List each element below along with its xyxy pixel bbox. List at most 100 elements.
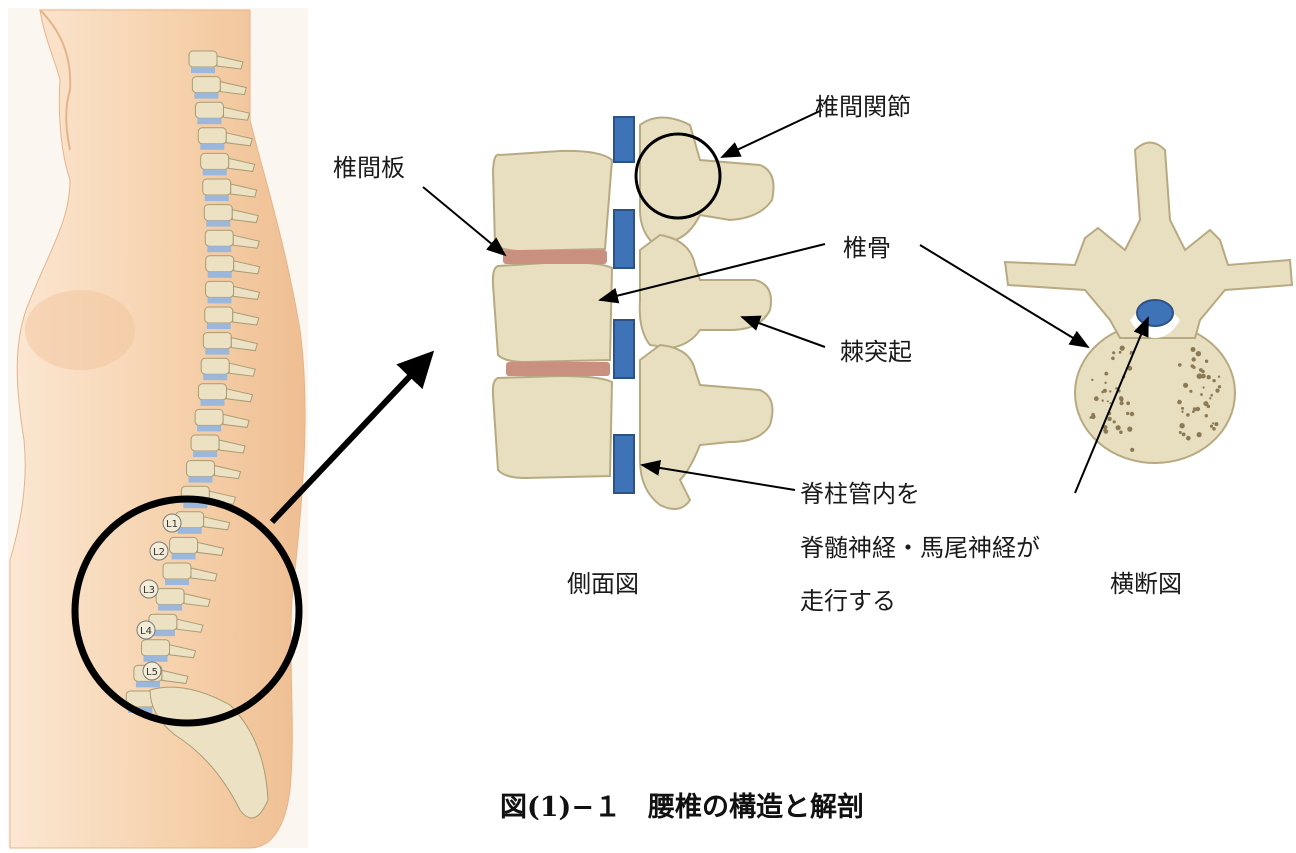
bone-dot	[1119, 397, 1123, 401]
spine-vertebra	[163, 563, 191, 579]
spine-disc	[189, 477, 213, 483]
vertebral-body	[493, 262, 612, 362]
bone-dot	[1130, 448, 1134, 452]
bone-dot	[1209, 397, 1211, 399]
spine-vertebra	[192, 77, 220, 93]
nerve-bar	[614, 117, 634, 162]
label-intervertebral-disc: 椎間板	[333, 156, 405, 180]
spine-disc	[197, 425, 221, 431]
bone-dot	[1214, 422, 1218, 426]
spine-vertebra	[170, 537, 198, 553]
svg-text:L4: L4	[140, 626, 152, 637]
bone-dot	[1119, 351, 1122, 354]
arrow-facet	[722, 110, 822, 157]
bone-dot	[1182, 433, 1186, 437]
spine-vertebra	[201, 358, 229, 374]
label-spinous-process: 棘突起	[840, 340, 912, 364]
spine-disc	[194, 93, 218, 99]
spinal-cord-cross	[1137, 300, 1173, 326]
bone-dot	[1126, 401, 1130, 405]
bone-dot	[1186, 413, 1190, 417]
bone-dot	[1203, 386, 1205, 388]
spine-disc	[158, 605, 182, 611]
spine-disc	[203, 374, 227, 380]
spine-vertebra	[201, 153, 229, 169]
spine-disc	[136, 681, 160, 687]
bone-dot	[1201, 374, 1206, 379]
spine-disc	[191, 67, 215, 73]
spine-disc	[172, 553, 196, 559]
bone-dot	[1210, 394, 1213, 397]
spine-disc	[200, 400, 224, 406]
bone-dot	[1212, 427, 1216, 431]
bone-dot	[1191, 364, 1195, 368]
lateral-view	[493, 117, 774, 509]
bone-dot	[1179, 423, 1184, 428]
nerve-bar	[614, 320, 634, 378]
svg-text:L5: L5	[146, 667, 158, 678]
bone-dot	[1113, 420, 1116, 423]
spine-disc	[208, 272, 232, 278]
spine-disc	[178, 528, 202, 534]
bone-dot	[1101, 391, 1104, 394]
vertebral-body-cross	[1075, 323, 1235, 463]
spine-vertebra	[203, 179, 231, 195]
label-canal-line2: 脊髄神経・馬尾神経が	[800, 536, 1040, 560]
bone-dot	[1186, 436, 1191, 441]
level-label-l4: L4	[137, 621, 155, 639]
bone-dot	[1207, 405, 1211, 409]
spine-disc	[144, 656, 168, 662]
bone-dot	[1205, 360, 1208, 363]
spine-vertebra	[204, 205, 232, 221]
bone-dot	[1215, 389, 1219, 393]
bone-dot	[1196, 351, 1201, 356]
label-cross-section: 横断図	[1110, 572, 1182, 596]
bone-dot	[1181, 407, 1184, 410]
bone-dot	[1116, 425, 1121, 430]
spine-vertebra	[206, 256, 234, 272]
bone-dot	[1104, 372, 1108, 376]
bone-dot	[1178, 363, 1182, 367]
svg-text:L1: L1	[166, 519, 178, 530]
spine-vertebra	[205, 230, 233, 246]
figure-caption: 図(1)−１ 腰椎の構造と解剖	[500, 785, 864, 824]
bone-dot	[1207, 375, 1211, 379]
spine-disc	[165, 579, 189, 585]
bone-dot	[1181, 411, 1183, 413]
bone-dot	[1120, 346, 1125, 351]
spinous-process-shape	[640, 235, 771, 348]
spine-disc	[203, 169, 227, 175]
bone-dot	[1210, 425, 1213, 428]
bone-dot	[1112, 351, 1115, 354]
spine-disc	[208, 297, 232, 303]
bone-dot	[1111, 357, 1115, 361]
arrow-disc	[423, 187, 505, 255]
spine-disc	[205, 195, 229, 201]
spine-vertebra	[189, 51, 217, 67]
spine-vertebra	[142, 640, 170, 656]
label-side-view: 側面図	[567, 572, 639, 596]
bone-dot	[1109, 390, 1111, 392]
bone-dot	[1104, 382, 1106, 384]
spine-vertebra	[191, 435, 219, 451]
level-label-l1: L1	[163, 514, 181, 532]
spine-vertebra	[198, 128, 226, 144]
label-intervertebral-joint: 椎間関節	[815, 95, 911, 119]
level-label-l2: L2	[150, 542, 168, 560]
bone-dot	[1107, 400, 1109, 402]
bone-dot	[1183, 383, 1188, 388]
svg-text:L2: L2	[153, 547, 165, 558]
level-label-l3: L3	[140, 580, 158, 598]
bone-dot	[1109, 402, 1111, 404]
bone-dot	[1130, 353, 1132, 355]
spine-vertebra	[198, 384, 226, 400]
vertebral-body	[493, 151, 612, 251]
vertebral-body	[493, 376, 612, 478]
bone-dot	[1192, 357, 1196, 361]
spine-vertebra	[195, 102, 223, 118]
spine-vertebra	[206, 281, 234, 297]
spine-disc	[206, 221, 230, 227]
bone-dot	[1091, 379, 1093, 381]
bone-dot	[1197, 432, 1202, 437]
arrow-spinous	[742, 317, 825, 347]
